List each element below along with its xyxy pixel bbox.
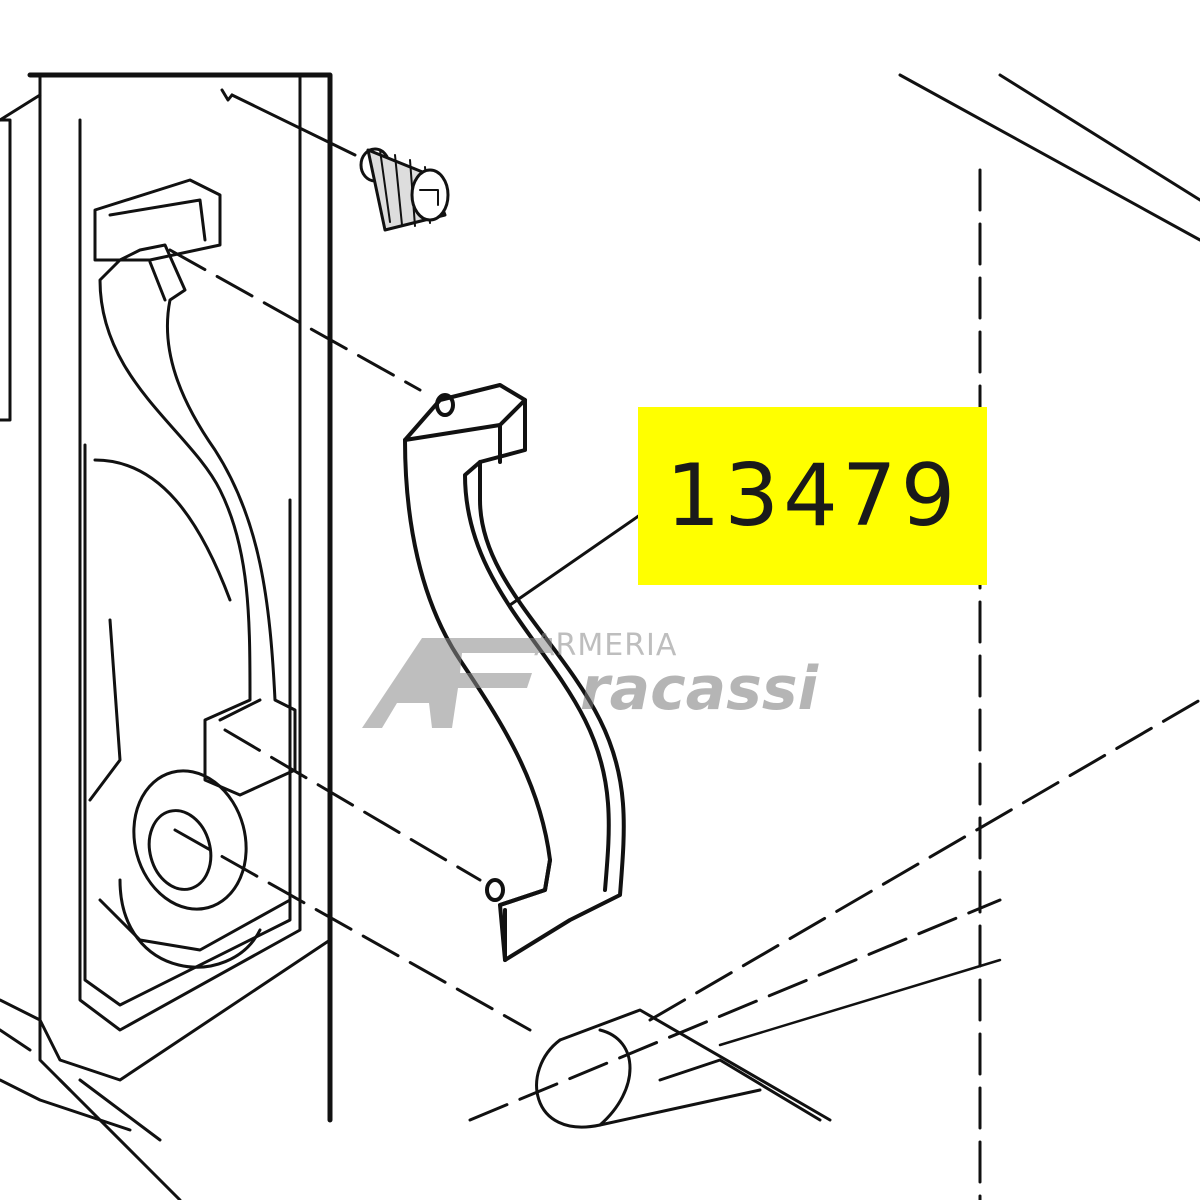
s-channel — [98, 243, 297, 797]
part-number-label: 13479 — [665, 446, 960, 546]
assembly-lines — [168, 168, 1200, 1200]
leader-top-pin — [230, 93, 357, 157]
part-13479 — [403, 383, 626, 962]
round-bore — [118, 769, 262, 969]
part-number-callout: 13479 — [638, 407, 987, 585]
frame-lines — [898, 73, 1200, 242]
receiver-housing — [0, 72, 333, 1200]
leader-line — [508, 513, 642, 607]
cylinder-part — [535, 958, 1002, 1129]
set-screw — [359, 147, 450, 232]
top-pin — [220, 88, 234, 102]
